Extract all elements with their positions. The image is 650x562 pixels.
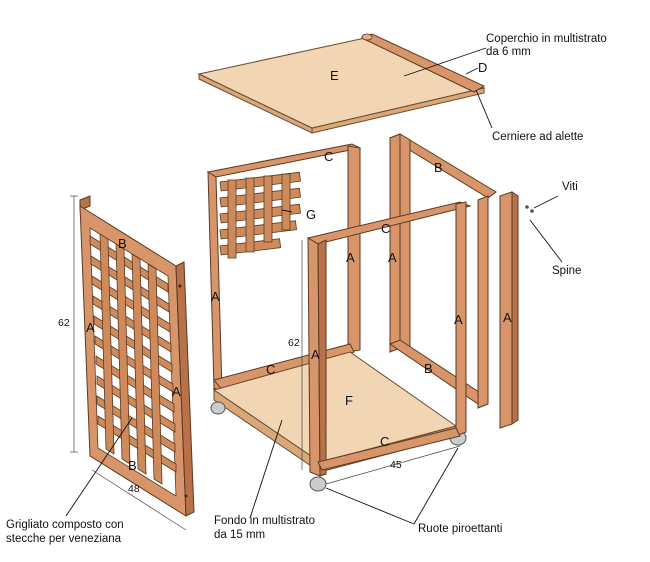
part-label-a-front-right: A: [454, 312, 463, 327]
part-label-c-back-top: C: [324, 149, 333, 164]
part-label-e: E: [330, 68, 339, 83]
carcass-width-value: 45: [390, 459, 402, 471]
lattice-label-line1: Grigliato composto con: [6, 519, 124, 531]
part-label-c-front-bottom: C: [380, 434, 389, 449]
lattice-panel-g: [219, 171, 301, 259]
front-frame: [306, 201, 472, 477]
loose-post: [499, 191, 534, 429]
screws-label: Viti: [562, 181, 578, 193]
part-label-b-side-bottom: B: [424, 361, 433, 376]
base-label-line1: Fondo in multistrato: [214, 515, 315, 527]
base-label-line2: da 15 mm: [214, 529, 265, 541]
part-label-g: G: [306, 207, 316, 222]
part-label-a-post: A: [503, 310, 512, 325]
casters-label: Ruote piroettanti: [418, 523, 502, 535]
part-label-a-front-left: A: [311, 347, 320, 362]
dimension-lines: [70, 195, 461, 531]
carcass-height-value: 62: [288, 337, 300, 349]
part-label-a-back-left: A: [211, 289, 220, 304]
door-panel: [79, 195, 195, 517]
part-label-a-side-left: A: [388, 250, 397, 265]
lid-label-line2: da 6 mm: [486, 46, 531, 58]
hinge-label: Cerniere ad alette: [492, 131, 583, 143]
part-label-c-back-bottom: C: [266, 362, 275, 377]
part-label-c-front-top: C: [381, 221, 390, 236]
dimension-values: 62 48 62 45: [58, 317, 402, 495]
part-label-b-door-bottom: B: [128, 458, 137, 473]
part-label-b-door-top: B: [118, 236, 127, 251]
door-lattice: [89, 233, 177, 485]
leader-lines: [65, 47, 563, 525]
part-label-a-door-right: A: [172, 384, 181, 399]
part-label-a-door-left: A: [86, 320, 95, 335]
part-label-d: D: [478, 60, 487, 75]
dowels-label: Spine: [552, 265, 581, 277]
back-frame: [206, 143, 362, 401]
lid-panel: [197, 33, 486, 134]
part-label-a-back-right: A: [346, 250, 355, 265]
part-letters: E D C C C C B B B B G A A A A A A A A F: [86, 60, 512, 473]
side-frame: [388, 133, 497, 409]
lattice-label-line2: stecche per veneziana: [6, 533, 122, 545]
part-label-f: F: [345, 393, 353, 408]
lid-label-line1: Coperchio in multistrato: [486, 33, 607, 45]
door-height-value: 62: [58, 317, 70, 329]
caster-wheel-front: [309, 476, 327, 492]
door-width-value: 48: [128, 483, 140, 495]
part-label-b-side-top: B: [434, 160, 443, 175]
callouts: Coperchio in multistrato da 6 mm Cernier…: [6, 33, 607, 545]
